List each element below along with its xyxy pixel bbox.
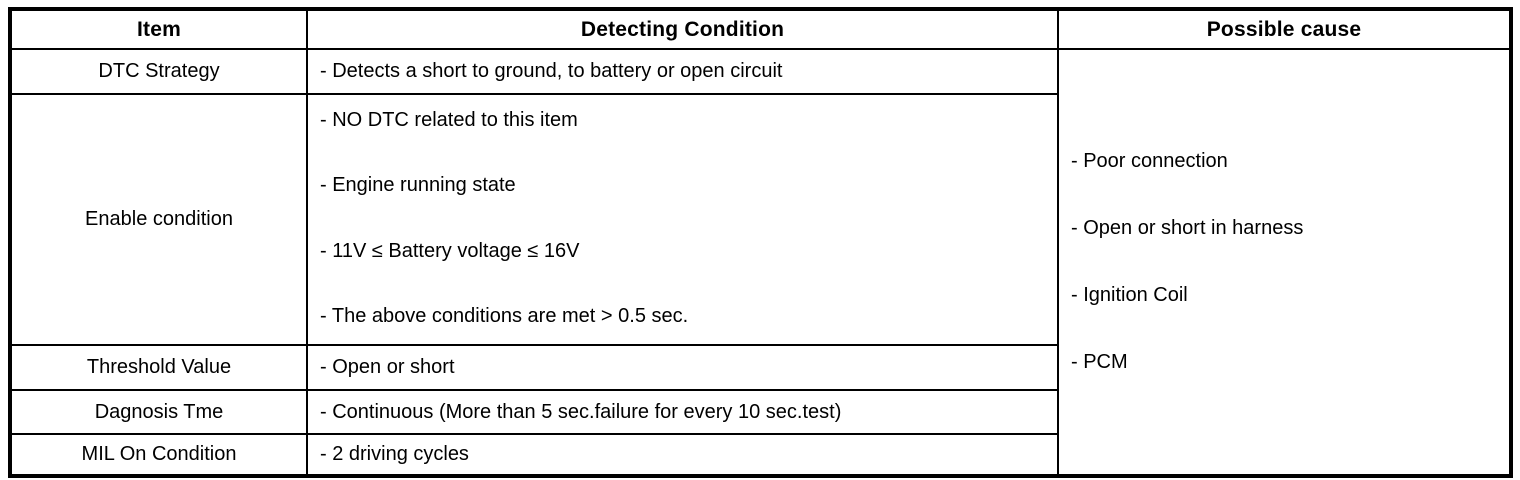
condition-dtc-strategy: - Detects a short to ground, to battery … — [306, 48, 1059, 95]
condition-enable-condition: - NO DTC related to this item - Engine r… — [306, 93, 1059, 346]
table-row-mil-on-condition: MIL On Condition - 2 driving cycles — [9, 433, 1511, 477]
table-row-diagnosis-time: Dagnosis Tme - Continuous (More than 5 s… — [9, 389, 1511, 435]
item-label-threshold-value: Threshold Value — [9, 344, 308, 391]
possible-cause-item: - Poor connection — [1071, 150, 1228, 172]
possible-cause-item: - Open or short in harness — [1071, 217, 1304, 239]
header-detecting-condition: Detecting Condition — [306, 8, 1059, 50]
dtc-spec-table: Item Detecting Condition Possible cause … — [8, 7, 1513, 478]
possible-cause-list: - Poor connection - Open or short in har… — [1060, 150, 1509, 374]
item-label-mil-on-condition: MIL On Condition — [9, 433, 308, 477]
possible-cause-item: - Ignition Coil — [1071, 284, 1188, 306]
header-possible-cause: Possible cause — [1057, 8, 1512, 50]
condition-threshold-value: - Open or short — [306, 344, 1059, 391]
table-header-row: Item Detecting Condition Possible cause — [9, 8, 1512, 50]
condition-mil-on-condition: - 2 driving cycles — [306, 433, 1059, 477]
item-label-dtc-strategy: DTC Strategy — [9, 48, 308, 95]
condition-diagnosis-time: - Continuous (More than 5 sec.failure fo… — [306, 389, 1059, 435]
possible-cause-cell: - Poor connection - Open or short in har… — [1057, 48, 1512, 477]
enable-condition-item: - 11V ≤ Battery voltage ≤ 16V — [320, 239, 580, 262]
possible-cause-item: - PCM — [1071, 351, 1128, 373]
enable-condition-item: - Engine running state — [320, 174, 516, 197]
item-label-enable-condition: Enable condition — [9, 93, 308, 346]
table-row-enable-condition: Enable condition - NO DTC related to thi… — [9, 93, 1511, 346]
table-row-threshold-value: Threshold Value - Open or short — [9, 344, 1511, 391]
enable-condition-item: - The above conditions are met > 0.5 sec… — [320, 304, 689, 327]
enable-condition-list: - NO DTC related to this item - Engine r… — [309, 96, 1056, 342]
header-item: Item — [9, 8, 308, 50]
table-row-dtc-strategy: DTC Strategy - Detects a short to ground… — [9, 48, 1512, 477]
enable-condition-item: - NO DTC related to this item — [320, 109, 578, 131]
item-label-diagnosis-time: Dagnosis Tme — [9, 389, 308, 435]
